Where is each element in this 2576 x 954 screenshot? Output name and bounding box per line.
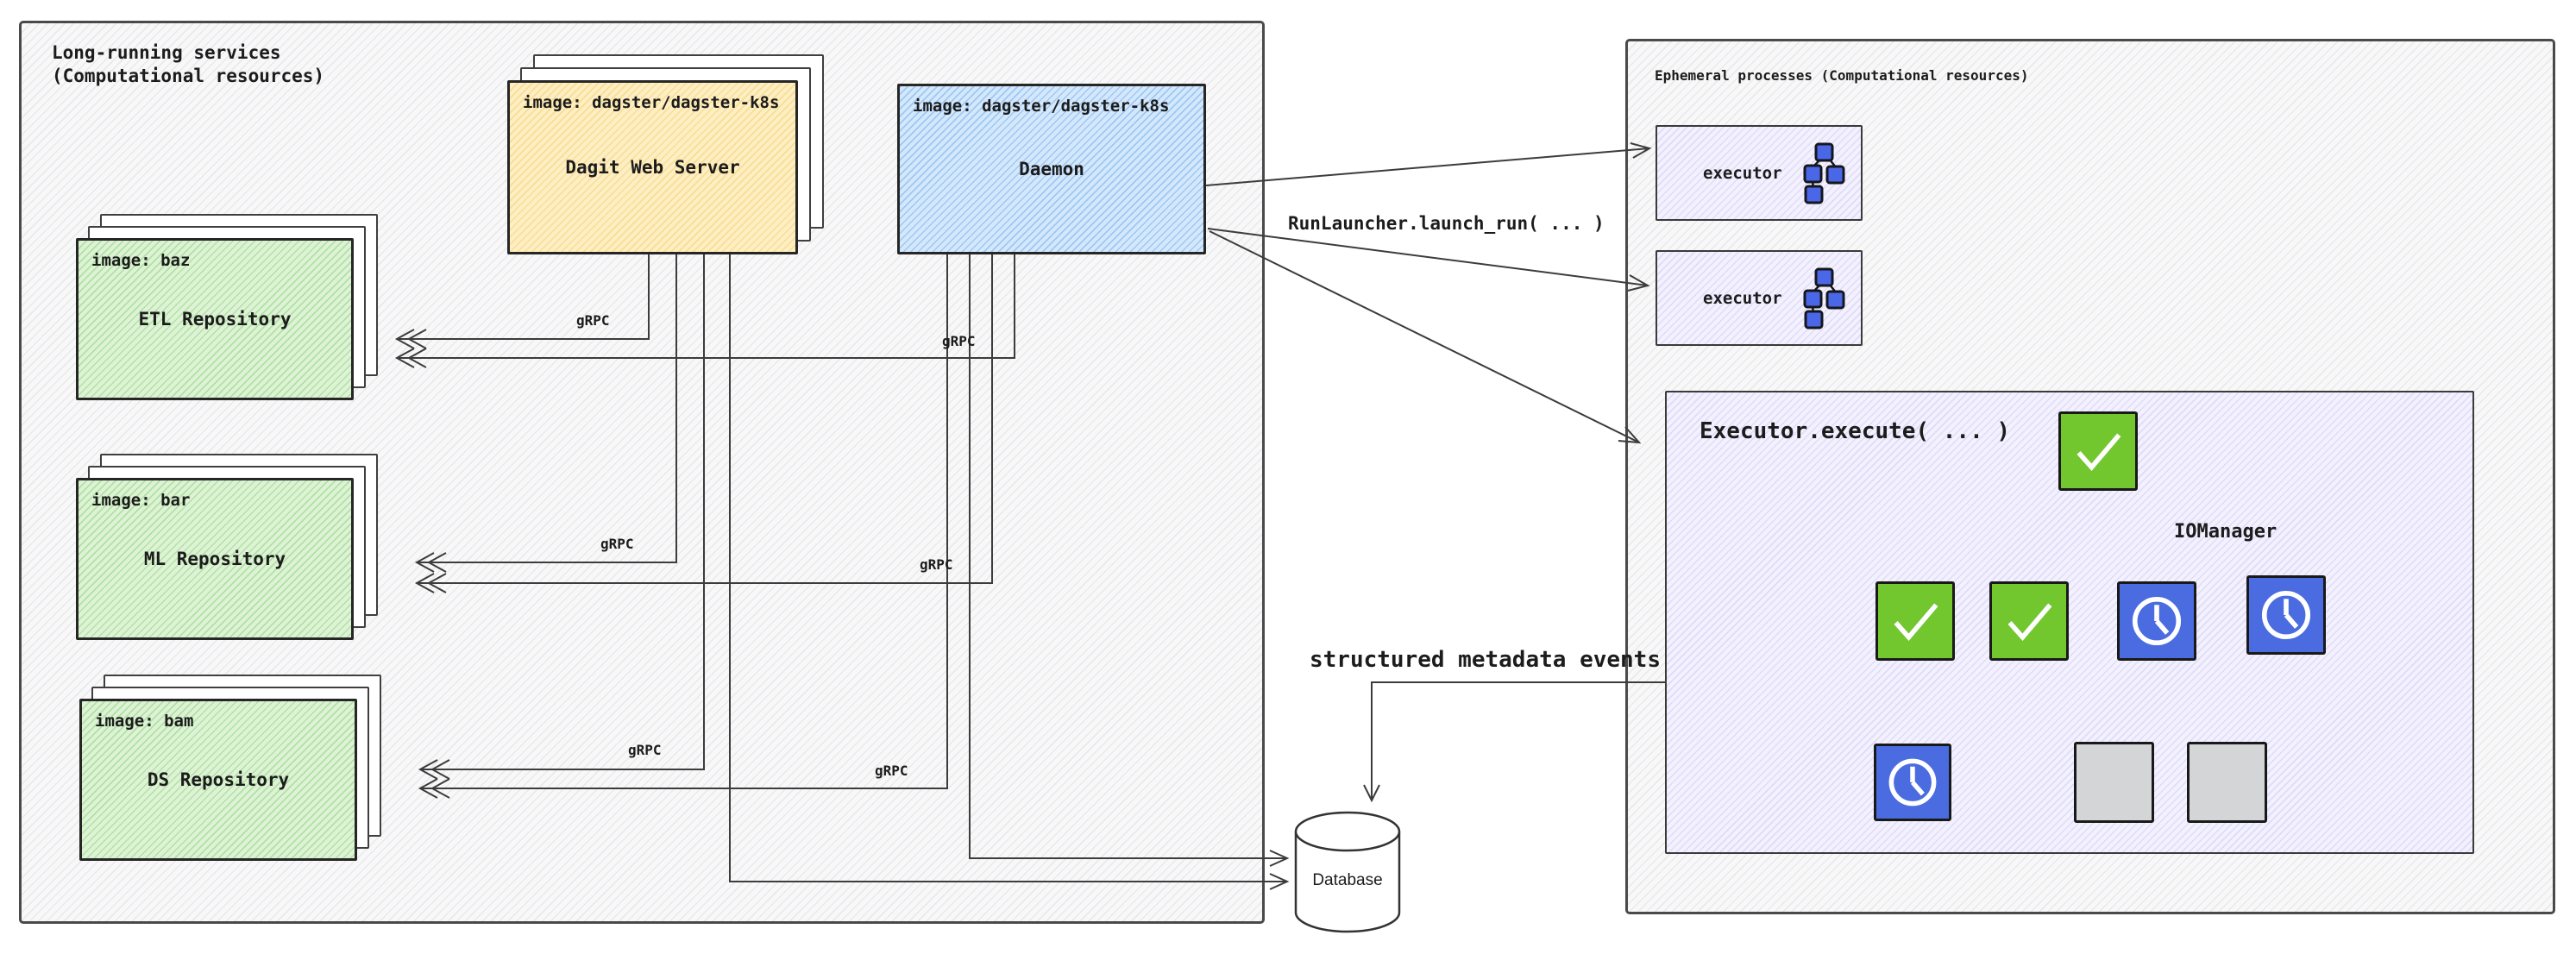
ds-repository-stack: image: bam DS Repository <box>79 675 383 863</box>
arrow-daemon-executor-1 <box>1205 142 1652 186</box>
ml-image-label: image: bar <box>91 491 191 510</box>
clock-icon <box>1888 758 1937 807</box>
step-node-in-progress <box>2246 575 2326 655</box>
step-node-in-progress <box>2117 581 2196 661</box>
check-icon <box>2077 433 2121 471</box>
long-running-services-title: Long-running services (Computational res… <box>52 42 325 86</box>
executor-2-label: executor <box>1703 288 1782 308</box>
step-node-pending <box>2187 742 2267 823</box>
etl-repository-box: image: baz ETL Repository <box>76 238 354 400</box>
io-manager-label: IOManager <box>2174 521 2278 543</box>
executor-box-2: executor <box>1656 250 1863 346</box>
arrow-daemon-executor-execute <box>1209 230 1642 444</box>
grpc-label-webserver-etl: gRPC <box>576 312 610 329</box>
executor-box-1: executor <box>1656 125 1863 221</box>
grpc-label-daemon-etl: gRPC <box>942 333 976 349</box>
step-node-pending <box>2074 742 2154 823</box>
database-icon <box>1294 811 1401 933</box>
dagit-image-label: image: dagster/dagster-k8s <box>523 93 780 112</box>
dagit-web-server-stack: image: dagster/dagster-k8s Dagit Web Ser… <box>507 54 826 257</box>
dagit-web-server-name: Dagit Web Server <box>565 157 740 178</box>
arrow-daemon-executor-2 <box>1207 228 1650 292</box>
ds-image-label: image: bam <box>95 712 194 731</box>
arrow-metadata-events-database <box>1363 681 1665 803</box>
grpc-label-daemon-ds: gRPC <box>875 763 908 779</box>
database-label: Database <box>1312 871 1383 889</box>
check-icon <box>1894 603 1938 641</box>
daemon-name: Daemon <box>1019 159 1084 179</box>
step-node-success <box>1875 581 1955 661</box>
step-node-in-progress <box>1874 744 1951 821</box>
ephemeral-processes-title: Ephemeral processes (Computational resou… <box>1655 67 2029 84</box>
ds-repository-name: DS Repository <box>147 769 290 790</box>
ds-repository-box: image: bam DS Repository <box>79 699 357 861</box>
grpc-label-webserver-ds: gRPC <box>628 742 662 758</box>
mini-dag-icon <box>1803 267 1845 330</box>
step-node-success <box>2058 411 2138 491</box>
executor-1-label: executor <box>1703 163 1782 183</box>
etl-image-label: image: baz <box>91 251 191 270</box>
clock-icon <box>2132 596 2182 646</box>
metadata-events-label: structured metadata events <box>1310 647 1661 673</box>
executor-execute-title: Executor.execute( ... ) <box>1700 418 2011 444</box>
grpc-label-webserver-ml: gRPC <box>600 536 634 552</box>
step-node-success <box>1989 581 2069 661</box>
run-launcher-label: RunLauncher.launch_run( ... ) <box>1288 213 1605 234</box>
ml-repository-box: image: bar ML Repository <box>76 478 354 640</box>
etl-repository-name: ETL Repository <box>138 309 292 330</box>
daemon-image-label: image: dagster/dagster-k8s <box>913 97 1170 116</box>
ml-repository-stack: image: bar ML Repository <box>76 454 380 642</box>
clock-icon <box>2261 590 2311 640</box>
dagit-web-server-box: image: dagster/dagster-k8s Dagit Web Ser… <box>507 80 798 254</box>
grpc-label-daemon-ml: gRPC <box>920 556 953 573</box>
daemon-box: image: dagster/dagster-k8s Daemon <box>897 84 1206 254</box>
mini-dag-icon <box>1803 142 1845 204</box>
database-cylinder: Database <box>1291 809 1404 938</box>
check-icon <box>2007 603 2052 641</box>
ml-repository-name: ML Repository <box>143 549 286 569</box>
etl-repository-stack: image: baz ETL Repository <box>76 214 380 402</box>
